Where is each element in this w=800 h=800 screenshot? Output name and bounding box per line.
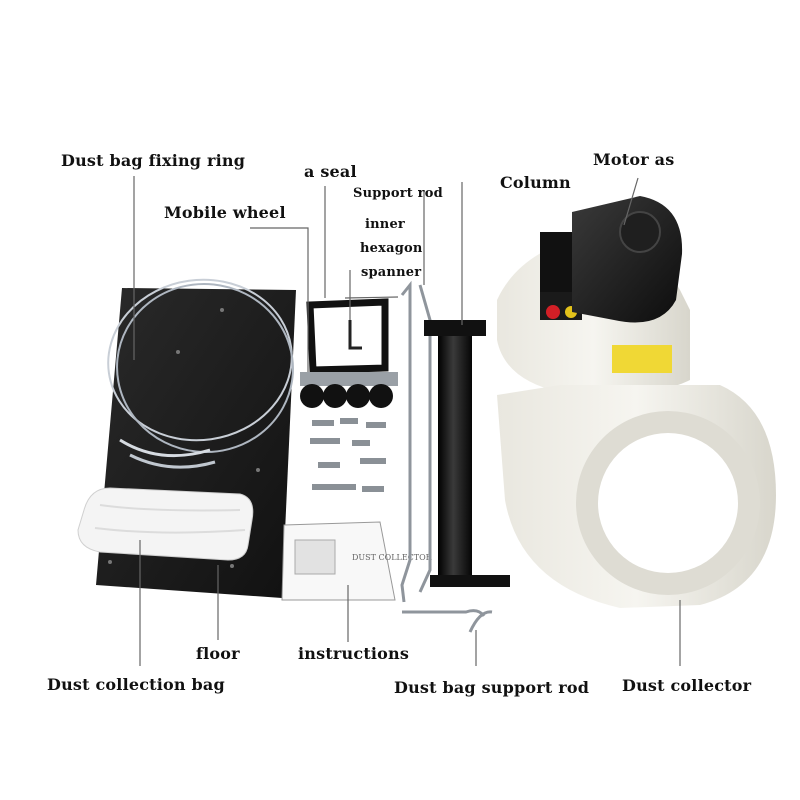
support-rods [400,280,493,633]
manual-cover-text: DUST COLLECTOR [352,553,433,562]
label-dust-collector: Dust collector [622,676,752,695]
label-motor: Motor as [593,150,675,169]
fixing-ring [107,278,294,469]
label-dust-bag-fixing-ring: Dust bag fixing ring [61,151,246,170]
dust-collector-housing [497,385,776,608]
label-column: Column [500,173,571,192]
seal-gasket [306,298,389,374]
label-dust-bag-support-rod: Dust bag support rod [394,678,590,697]
label-support-rod: Support rod [353,186,443,201]
leader-lines [133,176,681,666]
column-post [424,320,510,587]
label-spanner: spanner [361,265,422,280]
label-floor: floor [196,644,240,663]
label-instructions: instructions [298,644,410,663]
label-inner: inner [365,217,405,232]
motor-assembly [497,196,690,395]
instruction-manual: DUST COLLECTOR [281,521,433,601]
label-a-seal: a seal [304,162,357,181]
label-mobile-wheel: Mobile wheel [164,203,286,222]
label-dust-collection-bag: Dust collection bag [47,675,225,694]
mobile-wheels [300,372,398,408]
hardware-screws [310,418,386,492]
dust-collection-bag [77,487,254,561]
label-hexagon: hexagon [360,241,423,256]
